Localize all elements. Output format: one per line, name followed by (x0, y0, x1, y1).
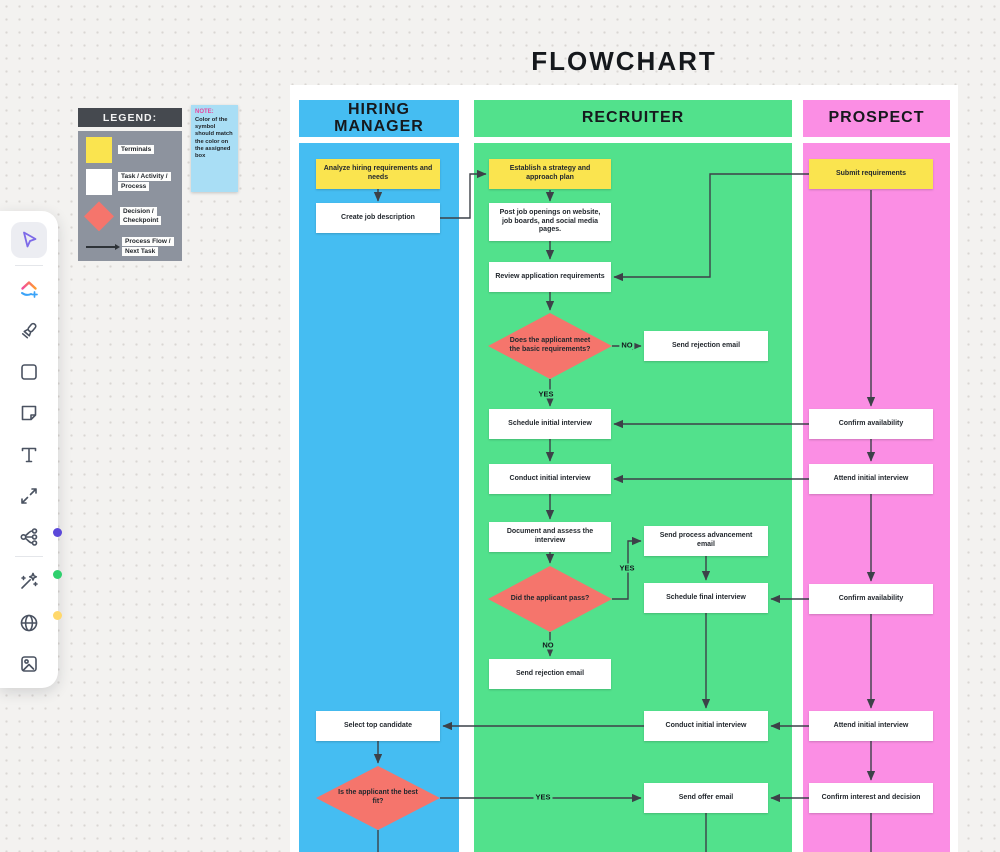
whiteboard-toolbar (0, 211, 62, 688)
shapes-templates-button[interactable] (11, 272, 47, 308)
image-tool-button[interactable] (11, 646, 47, 682)
edge-label-yes-2[interactable]: YES (617, 563, 637, 573)
node-conduct-initial-interview-1[interactable]: Conduct initial interview (489, 464, 611, 494)
image-icon (21, 656, 37, 672)
mind-map-tool-button[interactable] (11, 519, 47, 555)
node-attend-initial-interview-1[interactable]: Attend initial interview (809, 464, 933, 494)
node-attend-initial-interview-2[interactable]: Attend initial interview (809, 711, 933, 741)
node-confirm-interest-decision[interactable]: Confirm interest and decision (809, 783, 933, 813)
globe-icon (20, 614, 38, 632)
legend-item-process: Task / Activity / Process (86, 169, 176, 196)
marker-icon (21, 322, 37, 339)
node-send-rejection-email-2[interactable]: Send rejection email (489, 659, 611, 689)
lane-header-prospect[interactable]: PROSPECT (803, 100, 950, 137)
node-confirm-availability-2[interactable]: Confirm availability (809, 584, 933, 614)
node-analyze-requirements[interactable]: Analyze hiring requirements and needs (316, 159, 440, 189)
node-conduct-initial-interview-2[interactable]: Conduct initial interview (644, 711, 768, 741)
rectangle-icon (21, 364, 37, 380)
legend-item-terminals: Terminals (86, 137, 176, 163)
node-schedule-final-interview[interactable]: Schedule final interview (644, 583, 768, 613)
legend-item-decision: Decision / Checkpoint (84, 201, 176, 232)
edge-label-no-2[interactable]: NO (540, 640, 556, 650)
connector-arrows-icon (21, 488, 37, 504)
connector-lines[interactable] (373, 169, 876, 852)
node-review-application-requirements[interactable]: Review application requirements (489, 262, 611, 292)
node-document-assess-interview[interactable]: Document and assess the interview (489, 522, 611, 552)
node-confirm-availability-1[interactable]: Confirm availability (809, 409, 933, 439)
connector-tool-button[interactable] (11, 478, 47, 514)
embed-tool-button[interactable] (11, 605, 47, 641)
edge-label-yes-3[interactable]: YES (533, 792, 553, 802)
legend-item-label: Terminals (118, 145, 155, 155)
node-establish-strategy[interactable]: Establish a strategy and approach plan (489, 159, 611, 189)
node-post-job-openings[interactable]: Post job openings on website, job boards… (489, 203, 611, 241)
toolbar-divider (15, 556, 43, 557)
node-send-offer-email[interactable]: Send offer email (644, 783, 768, 813)
legend-item-label: Decision / Checkpoint (120, 206, 176, 227)
page-title[interactable]: FLOWCHART (531, 46, 717, 76)
legend-item-flow: Process Flow / Next Task (86, 237, 176, 257)
shape-tool-button[interactable] (11, 354, 47, 390)
marker-color-dot (53, 528, 62, 537)
mind-map-icon (20, 528, 38, 546)
text-tool-button[interactable] (11, 437, 47, 473)
lane-header-recruiter[interactable]: RECRUITER (474, 100, 792, 137)
node-schedule-initial-interview[interactable]: Schedule initial interview (489, 409, 611, 439)
select-tool-button[interactable] (11, 222, 47, 258)
magic-wand-icon (21, 572, 38, 589)
node-select-top-candidate[interactable]: Select top candidate (316, 711, 440, 741)
text-icon (21, 447, 37, 463)
edge-label-yes-1[interactable]: YES (536, 389, 556, 399)
node-create-job-description[interactable]: Create job description (316, 203, 440, 233)
legend-panel[interactable]: Terminals Task / Activity / Process Deci… (78, 131, 182, 261)
legend-title[interactable]: LEGEND: (78, 108, 182, 127)
legend-item-label: Process Flow / Next Task (122, 237, 176, 257)
process-swatch (86, 169, 112, 196)
cursor-icon (23, 231, 37, 248)
shape-color-dot (53, 570, 62, 579)
sticky-note-icon (21, 405, 37, 421)
ai-wand-tool-button[interactable] (11, 563, 47, 599)
sticky-note-tool-button[interactable] (11, 395, 47, 431)
flow-arrow-icon (86, 244, 120, 250)
sticky-color-dot (53, 611, 62, 620)
marker-tool-button[interactable] (11, 313, 47, 349)
note-body: Color of the symbol should match the col… (195, 117, 233, 160)
terminal-swatch (86, 137, 112, 163)
node-send-advancement-email[interactable]: Send process advancement email (644, 526, 768, 556)
node-submit-requirements[interactable]: Submit requirements (809, 159, 933, 189)
legend-item-label: Task / Activity / Process (118, 172, 176, 192)
lane-header-hiring-manager[interactable]: HIRING MANAGER (299, 100, 459, 137)
toolbar-divider (15, 265, 43, 266)
node-send-rejection-email-1[interactable]: Send rejection email (644, 331, 768, 361)
note-sticky[interactable]: NOTE: Color of the symbol should match t… (191, 105, 238, 192)
edge-label-no-1[interactable]: NO (619, 340, 635, 350)
note-heading: NOTE: (195, 109, 214, 115)
shapes-plus-icon (21, 281, 38, 298)
